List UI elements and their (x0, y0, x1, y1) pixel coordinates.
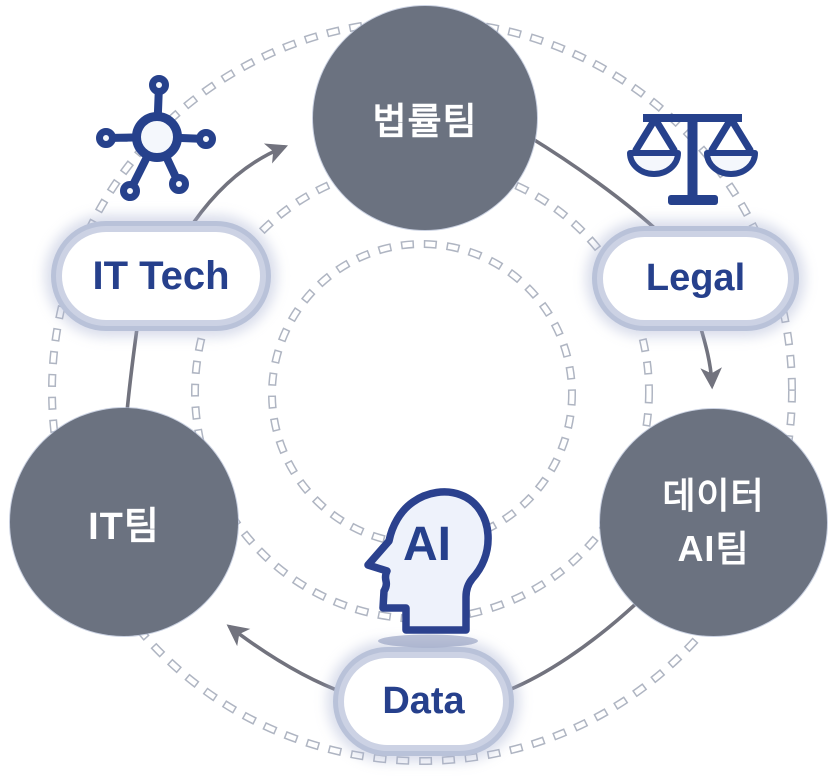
tag-data: Data (344, 658, 503, 745)
arrow-ittech-to-legalteam (184, 143, 289, 236)
legal-team-label: 법률팀 (372, 101, 478, 142)
tag-it-tech: IT Tech (62, 232, 260, 320)
network-icon (96, 75, 216, 201)
data-ai-team-label-line1: 데이터 (662, 475, 765, 517)
tag-legal: Legal (603, 237, 788, 320)
arrow-legal-to-dataai (697, 320, 722, 390)
connector-ittech-to-itteam (125, 319, 140, 414)
legal-label: Legal (645, 257, 746, 299)
ai-label: AI (403, 518, 451, 571)
orbit-ring-inner-outline (268, 240, 576, 548)
node-legal-team: 법률팀 (313, 6, 537, 230)
node-data-ai-team: 데이터 AI팀 (600, 409, 827, 636)
connector-legalteam-to-legal (526, 134, 662, 235)
data-ai-team-label-line2: AI팀 (677, 527, 750, 569)
node-it-team: IT팀 (10, 408, 238, 636)
connector-data-to-dataai (499, 597, 643, 695)
it-team-label: IT팀 (88, 505, 160, 548)
it-tech-label: IT Tech (92, 253, 230, 298)
data-label: Data (382, 680, 465, 722)
arrow-data-to-itteam (226, 624, 349, 696)
orbit-ring-inner (269, 241, 575, 547)
head-shadow (378, 634, 478, 648)
scales-icon (627, 114, 758, 205)
